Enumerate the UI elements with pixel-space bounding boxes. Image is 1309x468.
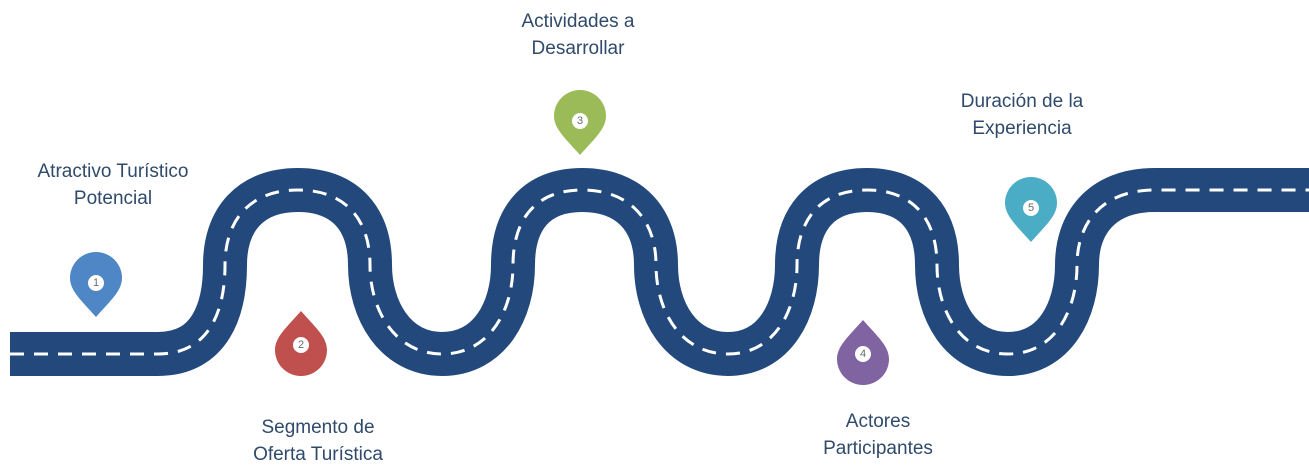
stage-label-line: Oferta Turística: [253, 444, 383, 465]
stage-pin-3: 3: [554, 90, 606, 155]
stage-pin-4: 4: [837, 320, 889, 385]
stage-label-1: Atractivo Turístico Potencial: [38, 158, 189, 212]
stage-label-3: Actividades a Desarrollar: [521, 8, 634, 62]
stage-pin-1: 1: [70, 252, 122, 317]
stage-number: 4: [860, 348, 866, 360]
stage-label-line: Desarrollar: [531, 38, 625, 59]
stage-number: 2: [298, 339, 304, 351]
stage-label-5: Duración de la Experiencia: [961, 88, 1084, 142]
stage-label-line: Potencial: [73, 188, 153, 209]
stage-number: 5: [1028, 202, 1034, 214]
stage-label-line: Experiencia: [972, 118, 1072, 139]
stage-label-line: Actores: [845, 411, 911, 432]
stage-label-4: Actores Participantes: [823, 408, 933, 462]
stage-pin-2: 2: [275, 311, 327, 376]
stage-label-2: Segmento de Oferta Turística: [253, 414, 383, 468]
stage-number: 1: [93, 277, 99, 289]
stage-label-line: Duración de la: [960, 91, 1084, 112]
road: [10, 168, 1309, 376]
stage-number: 3: [577, 115, 583, 127]
stage-label-line: Atractivo Turístico: [37, 161, 189, 182]
stage-label-line: Segmento de: [261, 417, 375, 438]
stage-label-line: Participantes: [823, 438, 933, 459]
stage-pin-5: 5: [1005, 177, 1057, 242]
stage-label-line: Actividades a: [521, 11, 635, 32]
